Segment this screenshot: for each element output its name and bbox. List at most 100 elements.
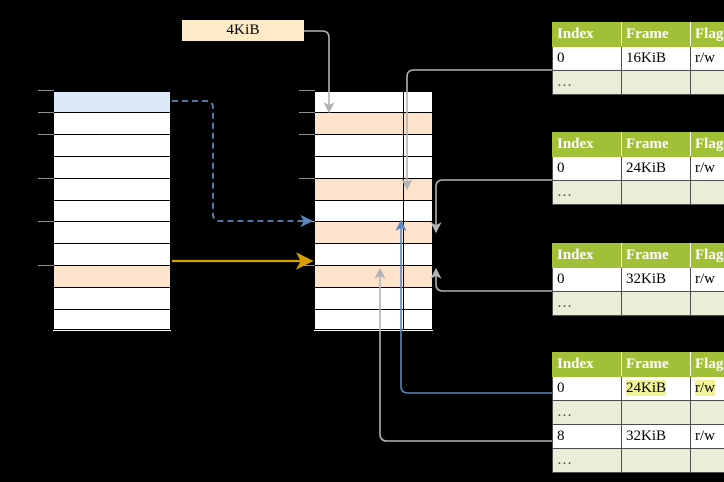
physical-frame-row-0 (314, 91, 433, 113)
cell-index: … (552, 448, 622, 473)
physical-frame-divider (403, 91, 404, 330)
virtual-page-row-10 (53, 310, 171, 332)
column-header-index: Index (552, 352, 622, 377)
column-header-flags: Flags (690, 22, 724, 47)
page-size-label: 4KiB (182, 20, 304, 41)
tick-mark-1 (38, 111, 54, 113)
virtual-page-row-8 (53, 266, 171, 289)
page-table-level-1: IndexFrameFlags016KiBr/w… (552, 22, 724, 95)
tick-mark-4 (38, 177, 54, 179)
wire-table2-to-memory (430, 179, 560, 234)
table-row[interactable]: … (552, 180, 724, 205)
virtual-page-row-5 (53, 200, 171, 223)
physical-frame-row-6 (314, 222, 433, 245)
virtual-page-row-9 (53, 288, 171, 311)
column-header-flags: Flags (690, 132, 724, 157)
physical-frame-row-2 (314, 134, 433, 157)
cell-index: … (552, 400, 622, 425)
cell-flags: r/w (690, 156, 724, 181)
physical-frame-row-4 (314, 178, 433, 201)
table-header-row: IndexFrameFlags (552, 22, 724, 47)
physical-memory-column (313, 90, 434, 332)
virtual-address-space-column (52, 90, 172, 332)
cell-index: 0 (552, 46, 622, 71)
cell-frame: 32KiB (621, 424, 691, 449)
column-header-flags: Flags (690, 243, 724, 268)
cell-frame (621, 291, 691, 316)
cell-frame: 16KiB (621, 46, 691, 71)
cell-index: 0 (552, 267, 622, 292)
virtual-page-row-7 (53, 244, 171, 267)
cell-flags (690, 180, 724, 205)
cell-index: 8 (552, 424, 622, 449)
page-table-level-3: IndexFrameFlags032KiBr/w… (552, 243, 724, 316)
physical-frame-row-1 (314, 112, 433, 135)
tick-mark-1 (299, 111, 315, 113)
virtual-page-row-2 (53, 134, 171, 157)
table-row[interactable]: … (552, 448, 724, 473)
cell-frame (621, 400, 691, 425)
cell-frame: 24KiB (621, 156, 691, 181)
cell-frame (621, 448, 691, 473)
tick-mark-2 (299, 133, 315, 135)
table-row[interactable]: … (552, 291, 724, 316)
column-header-frame: Frame (621, 243, 691, 268)
physical-frame-row-10 (314, 310, 433, 332)
cell-flags (690, 291, 724, 316)
cell-frame (621, 180, 691, 205)
column-header-frame: Frame (621, 22, 691, 47)
column-header-index: Index (552, 243, 622, 268)
tick-mark-6 (299, 221, 315, 223)
physical-frame-row-5 (314, 200, 433, 223)
cell-flags (690, 400, 724, 425)
column-header-index: Index (552, 22, 622, 47)
table-header-row: IndexFrameFlags (552, 132, 724, 157)
physical-frame-row-3 (314, 156, 433, 179)
table-row[interactable]: … (552, 400, 724, 425)
physical-frame-row-7 (314, 244, 433, 267)
cell-index: … (552, 70, 622, 95)
column-header-index: Index (552, 132, 622, 157)
tick-mark-8 (299, 265, 315, 267)
column-header-frame: Frame (621, 352, 691, 377)
highlighted-value: 24KiB (626, 380, 667, 396)
cell-index: 0 (552, 376, 622, 401)
cell-frame (621, 70, 691, 95)
tick-mark-0 (38, 90, 54, 91)
cell-index: … (552, 180, 622, 205)
cell-frame: 32KiB (621, 267, 691, 292)
wire-virtual-page-to-frame (172, 100, 313, 228)
cell-flags (690, 448, 724, 473)
table-row[interactable]: … (552, 70, 724, 95)
tick-mark-6 (38, 221, 54, 223)
cell-frame: 24KiB (621, 376, 691, 401)
column-header-flags: Flags (690, 352, 724, 377)
wire-table3-to-memory (430, 267, 560, 292)
page-table-level-4: IndexFrameFlags024KiBr/w…832KiBr/w… (552, 352, 724, 473)
virtual-page-row-3 (53, 156, 171, 179)
cell-flags (690, 70, 724, 95)
virtual-page-row-6 (53, 222, 171, 245)
cell-flags: r/w (690, 424, 724, 449)
cell-index: 0 (552, 156, 622, 181)
tick-mark-8 (38, 265, 54, 267)
page-table-level-2: IndexFrameFlags024KiBr/w… (552, 132, 724, 205)
tick-mark-2 (38, 133, 54, 135)
virtual-page-row-4 (53, 178, 171, 201)
physical-frame-row-9 (314, 288, 433, 311)
cell-index: … (552, 291, 622, 316)
table-header-row: IndexFrameFlags (552, 352, 724, 377)
cell-flags: r/w (690, 46, 724, 71)
cell-flags: r/w (690, 376, 724, 401)
tick-mark-4 (299, 177, 315, 179)
cell-flags: r/w (690, 267, 724, 292)
physical-frame-row-8 (314, 266, 433, 289)
virtual-page-row-0 (53, 91, 171, 113)
virtual-page-row-1 (53, 112, 171, 135)
